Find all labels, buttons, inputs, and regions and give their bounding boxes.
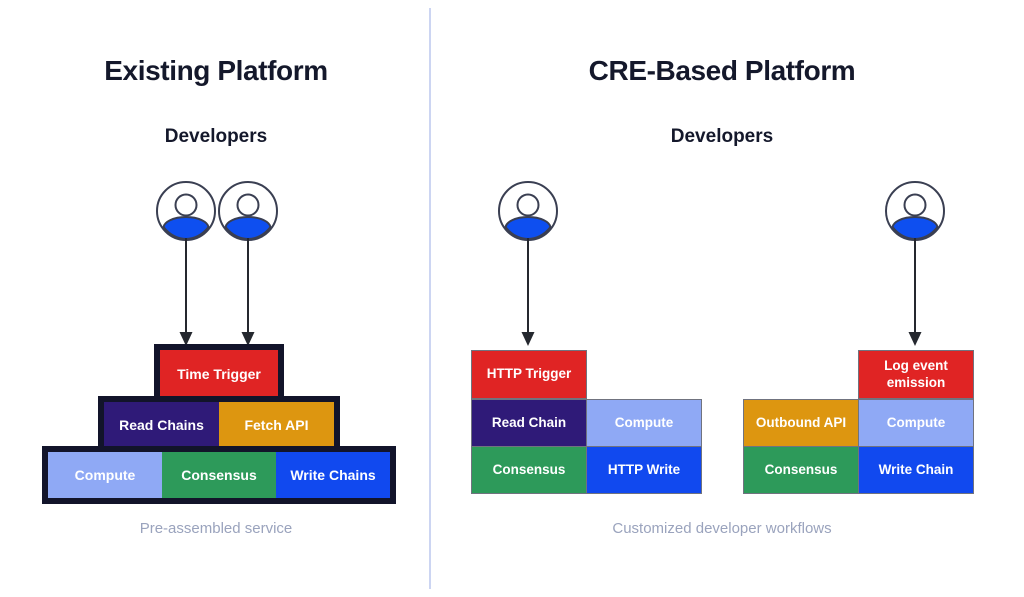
left-panel-subtitle: Developers bbox=[164, 126, 268, 147]
block-write-chain[interactable]: Write Chain bbox=[858, 446, 974, 494]
right-panel-title: CRE-Based Platform bbox=[588, 55, 856, 86]
block-outbound-api[interactable]: Outbound API bbox=[743, 399, 859, 447]
block-http-write[interactable]: HTTP Write bbox=[586, 446, 702, 494]
block-consensus-http[interactable]: Consensus bbox=[471, 446, 587, 494]
developer-avatar-3 bbox=[497, 180, 559, 242]
block-read-chain[interactable]: Read Chain bbox=[471, 399, 587, 447]
panel-divider bbox=[429, 8, 431, 589]
block-http-trigger[interactable]: HTTP Trigger bbox=[471, 350, 587, 399]
block-compute-log[interactable]: Compute bbox=[858, 399, 974, 447]
workflow-http: HTTP Trigger Read Chain Compute Consensu… bbox=[471, 350, 702, 494]
right-panel-caption: Customized developer workflows bbox=[612, 520, 832, 537]
developer-avatar-4 bbox=[884, 180, 946, 242]
right-panel-subtitle: Developers bbox=[670, 126, 774, 147]
block-consensus[interactable]: Consensus bbox=[162, 452, 276, 498]
block-compute-http[interactable]: Compute bbox=[586, 399, 702, 447]
block-fetch-api[interactable]: Fetch API bbox=[219, 402, 334, 448]
block-compute[interactable]: Compute bbox=[48, 452, 162, 498]
block-read-chains[interactable]: Read Chains bbox=[104, 402, 219, 448]
left-panel-title: Existing Platform bbox=[104, 55, 328, 86]
arrow-developer-3-to-workflow bbox=[520, 238, 536, 348]
left-panel-caption: Pre-assembled service bbox=[139, 520, 293, 537]
pyramid-row-bottom: Compute Consensus Write Chains bbox=[42, 446, 396, 504]
block-consensus-log[interactable]: Consensus bbox=[743, 446, 859, 494]
block-log-event-emission[interactable]: Log event emission bbox=[858, 350, 974, 399]
block-time-trigger[interactable]: Time Trigger bbox=[160, 350, 278, 398]
arrow-developer-4-to-workflow bbox=[907, 238, 923, 348]
pyramid-row-middle: Read Chains Fetch API bbox=[98, 396, 340, 454]
workflow-log-event: Log event emission Outbound API Compute … bbox=[743, 350, 974, 494]
developer-avatar-1 bbox=[155, 180, 217, 242]
arrow-developer-1-to-stack bbox=[178, 238, 194, 348]
developer-avatar-2 bbox=[217, 180, 279, 242]
pyramid-row-top: Time Trigger bbox=[154, 344, 284, 404]
block-write-chains[interactable]: Write Chains bbox=[276, 452, 390, 498]
arrow-developer-2-to-stack bbox=[240, 238, 256, 348]
